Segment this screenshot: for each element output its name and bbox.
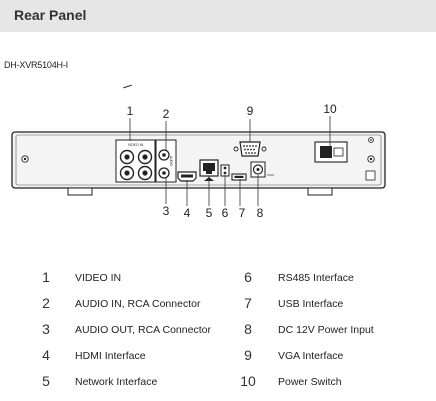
legend-text: Power Switch [278,376,342,388]
callout-number: 8 [257,206,264,220]
vga-port-icon [233,141,267,157]
legend-number: 10 [240,373,256,389]
decorative-mark [123,84,132,89]
bnc-connector-icon [119,149,135,165]
rs485-terminal-icon [220,164,230,177]
chassis-inner-frame [15,134,382,186]
legend-number: 1 [42,269,50,285]
callout-number: 4 [184,206,191,220]
callout-number: 7 [239,206,246,220]
power-switch-icon [314,141,348,163]
legend-text: RS485 Interface [278,272,354,284]
legend-text: HDMI Interface [75,350,146,362]
chassis-foot-right [307,187,333,196]
screw-icon [367,155,375,163]
bnc-connector-icon [137,165,153,181]
legend-text: VGA Interface [278,350,344,362]
chassis-body [11,131,386,189]
ground-terminal [365,170,376,181]
bnc-connector-icon [137,149,153,165]
legend-text: AUDIO IN, RCA Connector [75,298,201,310]
audio-out-rca-icon [158,167,170,179]
legend-number: 8 [244,321,252,337]
hdmi-port-icon [177,171,197,182]
callout-number: 1 [127,104,134,118]
legend-text: Network Interface [75,376,158,388]
dc-power-jack-icon [250,161,266,178]
callout-number: 9 [247,104,254,118]
screw-icon [21,155,29,163]
legend-number: 7 [244,295,252,311]
callout-number: 3 [163,204,170,218]
callout-number: 10 [323,102,337,116]
callout-number: 6 [222,206,229,220]
ethernet-port-icon [199,159,219,177]
legend-number: 3 [42,321,50,337]
section-title: Rear Panel [14,7,87,23]
callout-number: 2 [163,107,170,121]
legend-number: 5 [42,373,50,389]
bnc-connector-icon [119,165,135,181]
legend-number: 2 [42,295,50,311]
legend-text: AUDIO OUT, RCA Connector [75,324,211,336]
legend-number: 9 [244,347,252,363]
screw-icon [368,137,374,143]
callout-number: 5 [206,206,213,220]
legend-text: VIDEO IN [75,272,122,284]
rear-panel-diagram: VIDEO IN AUDIO [11,102,386,220]
model-name: DH-XVR5104H-I [4,60,68,70]
audio-in-rca-icon [158,149,170,161]
legend-text: USB Interface [278,298,344,310]
audio-port-label: AUDIO [169,156,173,167]
video-in-port-label: VIDEO IN [128,143,144,147]
legend-text: DC 12V Power Input [278,324,374,336]
legend-number: 4 [42,347,50,363]
section-header: Rear Panel [0,0,436,32]
callout-leader-lines [129,116,331,206]
usb-port-icon [231,173,247,181]
legend-number: 6 [244,269,252,285]
chassis-foot-left [67,187,93,196]
legend: 1 VIDEO IN 2 AUDIO IN, RCA Connector 3 A… [0,262,436,397]
